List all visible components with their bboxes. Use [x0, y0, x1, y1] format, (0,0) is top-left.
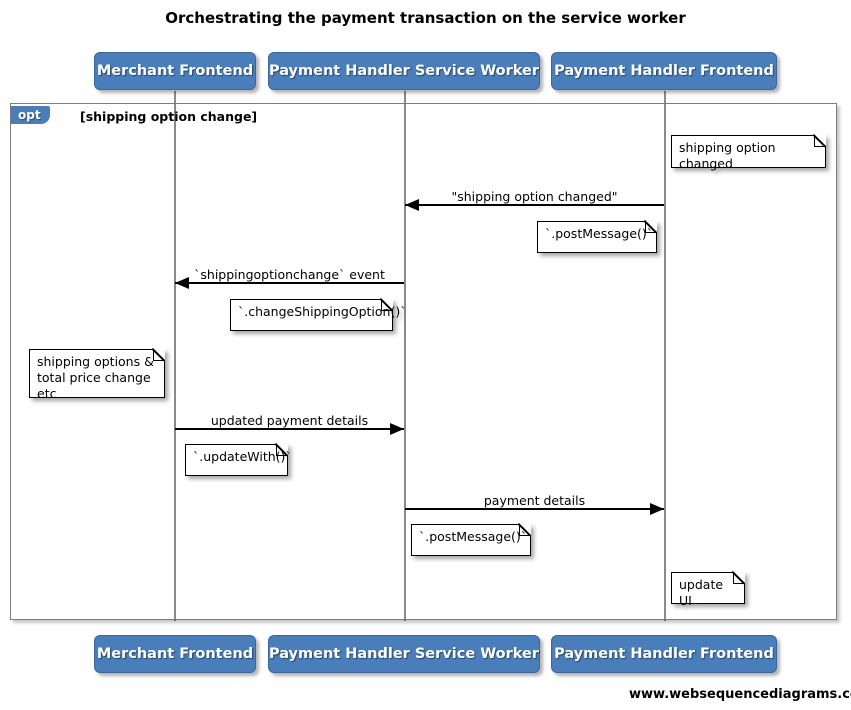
participant-label: Payment Handler Service Worker [268, 63, 540, 79]
note-shape [537, 221, 657, 253]
message-label-shippingoptionchange-event: `shippingoptionchange` event [194, 267, 385, 282]
note-text: `.updateWith()` [193, 449, 292, 464]
note-shape [411, 524, 531, 556]
note-text: shipping options & total price change et… [37, 354, 154, 401]
watermark-label: www.websequencediagrams.com [629, 687, 851, 702]
message-line-shipping-option-changed [405, 204, 664, 206]
message-label-updated-payment-details: updated payment details [210, 413, 369, 428]
message-label-payment-details: payment details [483, 493, 586, 508]
arrowhead-left-icon-shipping-option-changed [405, 199, 419, 211]
page-title: Orchestrating the payment transaction on… [165, 9, 686, 27]
note-text: shipping option changed [679, 140, 776, 171]
participant-label: Payment Handler Frontend [554, 63, 774, 79]
note-text: `.changeShippingOption()` [238, 304, 407, 319]
note-update-ui: update UI [671, 572, 745, 608]
arrowhead-left-icon-shippingoptionchange-event [175, 277, 189, 289]
arrowhead-right-icon-payment-details [650, 503, 664, 515]
fragment-opt-condition: [shipping option change] [80, 109, 258, 124]
note-postmessage-2: `.postMessage()` [411, 524, 531, 556]
note-fold-corner-icon [733, 572, 745, 584]
arrowhead-right-icon-updated-payment-details [390, 423, 404, 435]
note-fold-corner-icon [153, 349, 165, 361]
note-shape [671, 135, 826, 168]
participant-label: Payment Handler Service Worker [268, 646, 540, 662]
lifeline-payment-handler-frontend [664, 91, 666, 621]
note-text: update UI [679, 577, 724, 608]
note-text: `.postMessage()` [545, 226, 654, 241]
participant-top-merchant-frontend[interactable]: Merchant Frontend [94, 52, 256, 90]
note-shape [29, 349, 165, 398]
lifeline-payment-handler-service-worker [404, 91, 406, 621]
note-shape [185, 444, 288, 476]
lifeline-merchant-frontend [174, 91, 176, 621]
note-fold-corner-icon [645, 221, 657, 233]
note-fold-corner-icon [519, 524, 531, 536]
participant-bottom-payment-handler-service-worker[interactable]: Payment Handler Service Worker [268, 635, 540, 673]
note-shape [230, 299, 393, 331]
note-changeshippingoption: `.changeShippingOption()` [230, 299, 407, 331]
note-fold-corner-icon [276, 444, 288, 456]
message-line-updated-payment-details [175, 428, 404, 430]
message-line-payment-details [405, 508, 664, 510]
note-postmessage-1: `.postMessage()` [537, 221, 657, 253]
message-label-shipping-option-changed: "shipping option changed" [451, 189, 618, 204]
note-shipping-options-total-price: shipping options & total price change et… [29, 349, 165, 401]
note-text: `.postMessage()` [419, 529, 528, 544]
note-updatewith: `.updateWith()` [185, 444, 292, 476]
participant-bottom-payment-handler-frontend[interactable]: Payment Handler Frontend [551, 635, 777, 673]
participant-label: Merchant Frontend [96, 63, 254, 79]
message-line-shippingoptionchange-event [175, 282, 404, 284]
fragment-opt-tab: opt [11, 106, 50, 124]
participant-top-payment-handler-service-worker[interactable]: Payment Handler Service Worker [268, 52, 540, 90]
participant-label: Payment Handler Frontend [554, 646, 774, 662]
participant-bottom-merchant-frontend[interactable]: Merchant Frontend [94, 635, 256, 673]
participant-label: Merchant Frontend [96, 646, 254, 662]
participant-top-payment-handler-frontend[interactable]: Payment Handler Frontend [551, 52, 777, 90]
note-fold-corner-icon [814, 135, 826, 147]
note-shipping-option-changed: shipping option changed [671, 135, 826, 171]
fragment-opt-frame [10, 103, 837, 620]
note-fold-corner-icon [381, 299, 393, 311]
